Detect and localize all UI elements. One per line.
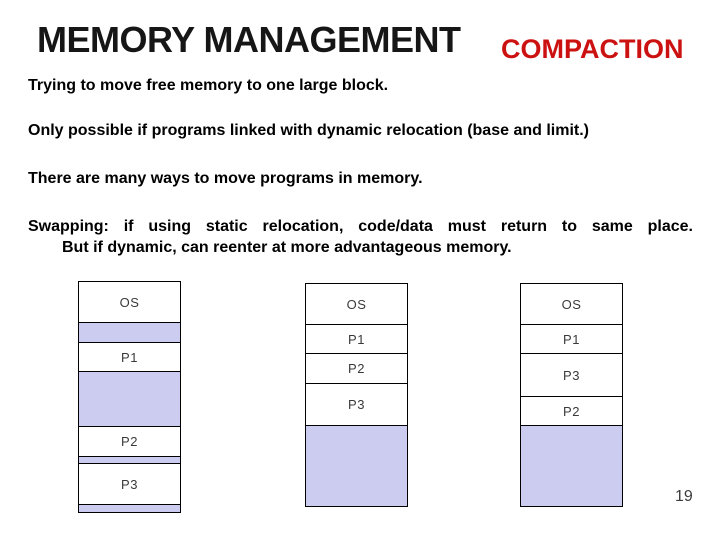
page-subtitle: COMPACTION [501,34,684,64]
body-line-2: Only possible if programs linked with dy… [28,122,589,139]
body-line-5-swapping-cont: But if dynamic, can reenter at more adva… [62,239,512,256]
memory-block-os: OS [79,282,180,323]
memory-block-p3: P3 [79,463,180,505]
body-line-3: There are many ways to move programs in … [28,170,423,187]
memory-block-p2: P2 [306,354,407,384]
memory-column-compacted: OS P1 P2 P3 [305,283,408,507]
free-memory-block [521,426,622,506]
body-line-1: Trying to move free memory to one large … [28,77,389,94]
free-memory-gap [79,505,180,512]
memory-block-p1: P1 [306,325,407,354]
memory-block-p2: P2 [79,426,180,457]
memory-block-p2: P2 [521,397,622,426]
free-memory-gap [79,372,180,426]
page-title: MEMORY MANAGEMENT [37,19,461,60]
free-memory-block [306,426,407,506]
memory-block-os: OS [306,284,407,325]
free-memory-gap [79,323,180,342]
memory-block-p1: P1 [79,342,180,372]
memory-block-p3: P3 [306,384,407,426]
body-line-4-swapping: Swapping: if using static relocation, co… [28,218,693,235]
memory-block-p3: P3 [521,354,622,397]
memory-block-p1: P1 [521,325,622,354]
memory-block-os: OS [521,284,622,325]
memory-column-before: OS P1 P2 P3 [78,281,181,513]
page-number: 19 [675,488,693,505]
memory-column-compacted-alt: OS P1 P3 P2 [520,283,623,507]
